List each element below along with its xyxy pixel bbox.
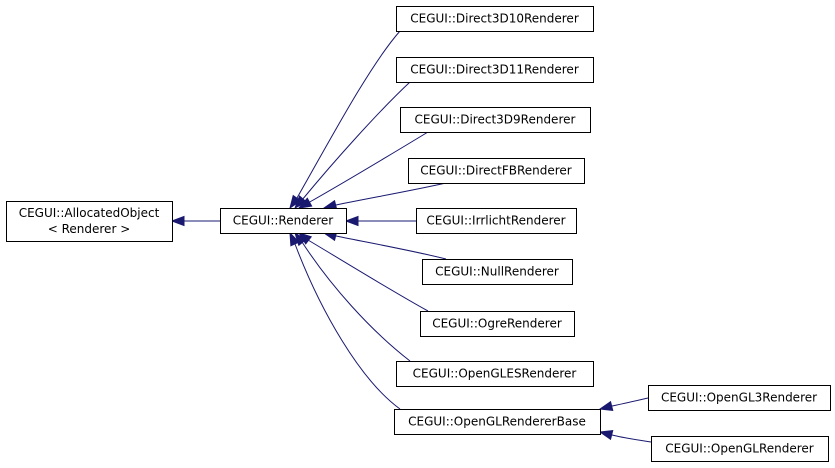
arrowhead-icon bbox=[289, 231, 300, 247]
class-node-box bbox=[220, 208, 347, 234]
edge-line bbox=[301, 81, 411, 201]
class-name-label: CEGUI::Direct3D10Renderer bbox=[410, 12, 579, 26]
nodes-layer: CEGUI::AllocatedObject< Renderer >CEGUI:… bbox=[6, 6, 831, 462]
class-name-label: < Renderer > bbox=[48, 222, 131, 236]
class-name-label: CEGUI::NullRenderer bbox=[435, 265, 559, 279]
edge-null-to-renderer bbox=[322, 230, 447, 260]
class-node-d3d9[interactable]: CEGUI::Direct3D9Renderer bbox=[400, 107, 591, 133]
class-name-label: CEGUI::IrrlichtRenderer bbox=[426, 214, 565, 228]
edge-line bbox=[307, 131, 429, 204]
edge-irrlicht-to-renderer bbox=[344, 215, 416, 227]
class-name-label: CEGUI::Renderer bbox=[233, 214, 334, 228]
edge-line bbox=[296, 30, 401, 199]
class-node-box bbox=[396, 6, 594, 32]
class-node-gles[interactable]: CEGUI::OpenGLESRenderer bbox=[396, 361, 594, 387]
arrowhead-icon bbox=[170, 215, 185, 227]
class-node-d3d11[interactable]: CEGUI::Direct3D11Renderer bbox=[396, 57, 594, 83]
arrowhead-icon bbox=[294, 231, 307, 247]
arrowhead-icon bbox=[289, 194, 302, 210]
class-node-box bbox=[396, 361, 594, 387]
edge-line bbox=[335, 182, 447, 206]
class-node-box bbox=[400, 107, 591, 133]
arrowhead-icon bbox=[297, 197, 313, 209]
class-node-d3d10[interactable]: CEGUI::Direct3D10Renderer bbox=[396, 6, 594, 32]
class-node-renderer[interactable]: CEGUI::Renderer bbox=[220, 208, 347, 234]
class-node-box bbox=[422, 259, 573, 285]
class-name-label: CEGUI::OpenGL3Renderer bbox=[661, 391, 817, 405]
edge-gles-to-renderer bbox=[294, 231, 411, 362]
edge-directfb-to-renderer bbox=[322, 182, 447, 211]
class-node-gl[interactable]: CEGUI::OpenGLRenderer bbox=[651, 436, 829, 462]
class-node-glbase[interactable]: CEGUI::OpenGLRendererBase bbox=[394, 409, 601, 435]
class-node-box bbox=[416, 208, 577, 234]
class-node-box bbox=[6, 201, 173, 242]
edge-line bbox=[611, 434, 652, 443]
class-node-box bbox=[651, 436, 829, 462]
class-node-box bbox=[394, 409, 601, 435]
class-node-irrlicht[interactable]: CEGUI::IrrlichtRenderer bbox=[416, 208, 577, 234]
edge-glbase-to-renderer bbox=[289, 231, 401, 410]
edge-gl3-to-glbase bbox=[598, 397, 649, 412]
edge-gl-to-glbase bbox=[598, 429, 652, 443]
class-node-box bbox=[408, 158, 585, 184]
edge-line bbox=[611, 397, 649, 407]
edge-line bbox=[335, 235, 447, 260]
class-name-label: CEGUI::OpenGLRendererBase bbox=[408, 415, 586, 429]
class-node-box bbox=[648, 385, 831, 411]
edge-d3d11-to-renderer bbox=[294, 81, 411, 210]
class-node-allocated[interactable]: CEGUI::AllocatedObject< Renderer > bbox=[6, 201, 173, 242]
class-node-gl3[interactable]: CEGUI::OpenGL3Renderer bbox=[648, 385, 831, 411]
arrowhead-icon bbox=[598, 400, 614, 412]
class-node-box bbox=[396, 57, 594, 83]
class-node-null[interactable]: CEGUI::NullRenderer bbox=[422, 259, 573, 285]
class-name-label: CEGUI::Direct3D9Renderer bbox=[415, 113, 576, 127]
arrowhead-icon bbox=[344, 215, 359, 227]
edge-line bbox=[307, 239, 429, 312]
class-node-ogre[interactable]: CEGUI::OgreRenderer bbox=[420, 311, 575, 337]
arrowhead-icon bbox=[294, 195, 308, 210]
edge-d3d9-to-renderer bbox=[297, 131, 429, 209]
class-name-label: CEGUI::DirectFBRenderer bbox=[420, 164, 572, 178]
edge-d3d10-to-renderer bbox=[289, 30, 401, 210]
class-name-label: CEGUI::OpenGLESRenderer bbox=[413, 367, 577, 381]
edges-layer bbox=[170, 30, 652, 443]
edge-ogre-to-renderer bbox=[297, 232, 429, 312]
edge-line bbox=[301, 241, 411, 362]
class-name-label: CEGUI::OgreRenderer bbox=[432, 317, 562, 331]
edge-renderer-to-allocated bbox=[170, 215, 220, 227]
arrowhead-icon bbox=[598, 429, 614, 441]
class-name-label: CEGUI::AllocatedObject bbox=[19, 206, 160, 220]
edge-line bbox=[294, 243, 401, 410]
class-node-directfb[interactable]: CEGUI::DirectFBRenderer bbox=[408, 158, 585, 184]
class-node-box bbox=[420, 311, 575, 337]
class-name-label: CEGUI::OpenGLRenderer bbox=[665, 442, 814, 456]
class-name-label: CEGUI::Direct3D11Renderer bbox=[410, 63, 579, 77]
